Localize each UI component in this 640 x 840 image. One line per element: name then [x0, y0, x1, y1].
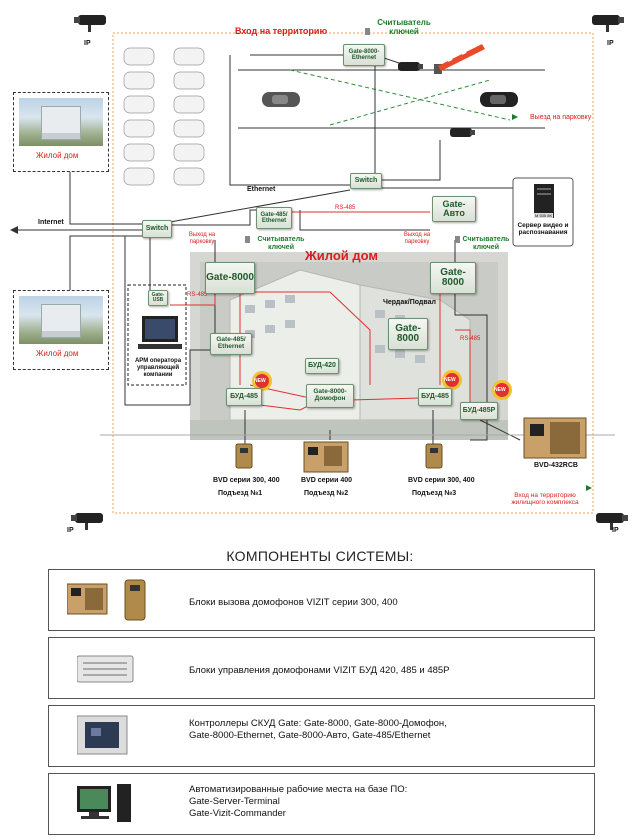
attic-label: Чердак/Подвал: [383, 299, 436, 306]
component-text: Блоки вызова домофонов VIZIT серии 300, …: [189, 597, 398, 608]
component-text: Gate-Server-Terminal: [189, 796, 280, 807]
ip-label: IP: [67, 527, 74, 534]
ip-label: IP: [612, 527, 619, 534]
house-photo: [19, 296, 103, 344]
bvd-label: BVD серии 300, 400: [213, 477, 280, 484]
car-icon: [262, 92, 300, 107]
rs485-label: RS-485: [187, 292, 208, 298]
bvd-label: BVD-432RCB: [534, 462, 578, 469]
switch-top-box: Switch: [350, 173, 382, 189]
server-label: Сервер видео и распознавания: [517, 222, 569, 236]
control-unit-icon: [76, 650, 137, 691]
building-title: Жилой дом: [305, 248, 379, 263]
card-reader-icon: [365, 28, 370, 35]
call-panel-icon: [425, 443, 443, 469]
bvd-label: BVD серии 400: [301, 477, 353, 484]
controller-board-icon: [76, 714, 137, 763]
component-text: Блоки управления домофонами VIZIT БУД 42…: [189, 665, 450, 676]
new-badge-label: NEW: [444, 377, 456, 383]
gate-avto-box: Gate-Авто: [432, 196, 476, 222]
car-icon: [480, 92, 518, 107]
gate-8000-domofon-box: Gate-8000-Домофон: [306, 384, 354, 408]
parking-exit-label: Выход на парковку: [188, 232, 216, 245]
camera-icon: [592, 15, 624, 32]
workstation-icon: [77, 782, 141, 831]
gate-485-ethernet-box: Gate-485/ Ethernet: [256, 207, 292, 229]
switch-left-box: Switch: [142, 220, 172, 238]
parking-slots: [123, 47, 205, 186]
barrier-icon: [434, 44, 485, 74]
apm-frame: [127, 284, 187, 386]
call-panel-icon: [303, 441, 349, 473]
new-badge-icon: [442, 370, 462, 390]
new-badge-icon: [252, 371, 272, 391]
components-title: КОМПОНЕНТЫ СИСТЕМЫ:: [226, 548, 414, 564]
arrow-icon: [512, 114, 518, 120]
call-panel-icon: [235, 443, 253, 469]
rs485-label: RS-485: [460, 336, 481, 342]
camera-icon: [596, 513, 628, 530]
gate-8000-attic-box: Gate-8000: [388, 318, 428, 350]
key-reader-label: Считыватель ключей: [377, 18, 431, 36]
new-badge-label: NEW: [494, 387, 506, 393]
bud-485-right-box: БУД-485: [418, 388, 452, 406]
ip-label: IP: [84, 40, 91, 47]
component-text: Gate-Vizit-Commander: [189, 808, 286, 819]
component-row: Блоки вызова домофонов VIZIT серии 300, …: [48, 569, 595, 631]
traffic-path: [289, 69, 511, 121]
camera-icon: [450, 128, 475, 137]
entry-label: Вход на территорию: [235, 26, 328, 36]
bud-485p-box: БУД-485Р: [460, 402, 498, 420]
server-icon: [512, 177, 574, 247]
entrance-label: Подъезд №1: [218, 490, 263, 497]
component-row: Блоки управления домофонами VIZIT БУД 42…: [48, 637, 595, 699]
rs485-label: RS-485: [335, 205, 356, 211]
traffic-path: [329, 79, 491, 126]
gate-8000-left-box: Gate-8000: [205, 262, 255, 294]
camera-icon: [71, 513, 103, 530]
house-label: Жилой дом: [36, 349, 79, 358]
bud-420-box: БУД-420: [305, 358, 339, 374]
entrance-label: Подъезд №3: [412, 490, 457, 497]
entrance-label: Подъезд №2: [304, 490, 349, 497]
house-thumbnail: Жилой дом: [13, 290, 109, 370]
internet-arrow: [10, 226, 18, 234]
internet-label: Internet: [38, 219, 64, 226]
camera-icon: [398, 62, 423, 71]
component-row: Автоматизированные рабочие места на базе…: [48, 773, 595, 835]
server-badge: M 535 8K: [534, 213, 554, 218]
new-badge-icon: [492, 380, 512, 400]
gate-usb-box: Gate-USB: [148, 290, 168, 306]
component-text: Gate-8000-Ethernet, Gate-8000-Авто, Gate…: [189, 730, 431, 741]
monitor-icon: [138, 316, 182, 349]
arrow-icon: [586, 485, 592, 491]
parking-exit-label: Выезд на парковку: [530, 114, 592, 121]
house-label: Жилой дом: [36, 151, 79, 160]
component-text: Контроллеры СКУД Gate: Gate-8000, Gate-8…: [189, 718, 447, 729]
card-reader-icon: [455, 236, 460, 243]
key-reader-label: Считыватель ключей: [257, 236, 305, 251]
camera-icon: [74, 15, 106, 32]
ip-label: IP: [607, 40, 614, 47]
ethernet-label: Ethernet: [247, 186, 276, 193]
card-reader-icon: [245, 236, 250, 243]
house-photo: [19, 98, 103, 146]
component-row: Контроллеры СКУД Gate: Gate-8000, Gate-8…: [48, 705, 595, 767]
new-badge-label: NEW: [254, 378, 266, 384]
gate-8000-right-box: Gate-8000: [430, 262, 476, 294]
gate-8000-ethernet-box: Gate-8000-Ethernet: [343, 44, 385, 66]
component-text: Автоматизированные рабочие места на базе…: [189, 784, 408, 795]
apm-label: АРМ оператора управляющей компании: [134, 358, 182, 378]
intercom-panel-icon: [66, 578, 157, 627]
bvd-label: BVD серии 300, 400: [408, 477, 475, 484]
gate-485-ethernet-bld-box: Gate-485/ Ethernet: [210, 333, 252, 355]
call-panel-icon: [523, 417, 587, 459]
territory-border: [112, 32, 594, 514]
house-thumbnail: Жилой дом: [13, 92, 109, 172]
parking-exit-label: Выход на парковку: [403, 232, 431, 245]
bud-485-left-box: БУД-485: [226, 388, 262, 406]
key-reader-label: Считыватель ключей: [462, 236, 510, 251]
complex-entry-label: Вход на территорию жилищного комплекса: [511, 492, 579, 506]
